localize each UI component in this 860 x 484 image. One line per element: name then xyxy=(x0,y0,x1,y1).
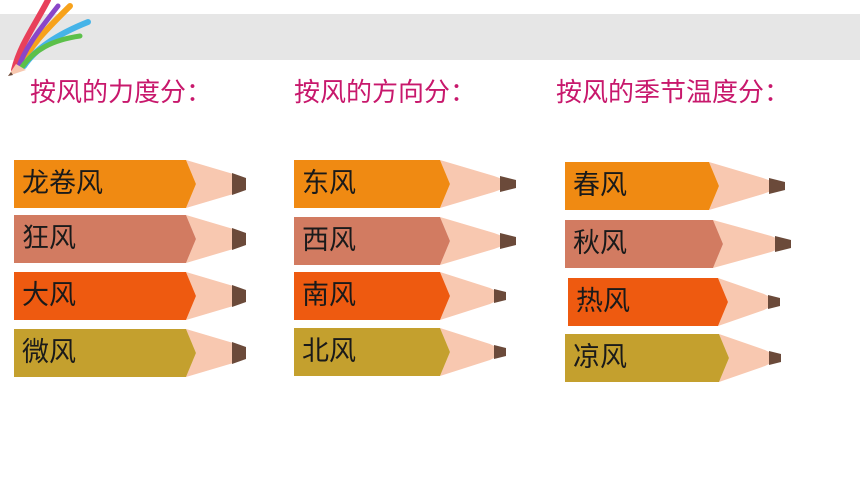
pencil-label: 大风 xyxy=(22,280,76,311)
pencil-item-tornado: 龙卷风 xyxy=(14,160,254,208)
pencil-shape xyxy=(294,272,506,320)
pencil-label: 东风 xyxy=(302,168,356,199)
pencil-label: 热风 xyxy=(576,286,630,317)
pencil-item-strong-wind: 大风 xyxy=(14,272,254,320)
pencil-item-west-wind: 西风 xyxy=(294,217,534,265)
heading-by-season-temperature: 按风的季节温度分： xyxy=(556,78,791,108)
pencil-item-spring-wind: 春风 xyxy=(565,162,805,210)
pencil-label: 凉风 xyxy=(573,342,627,373)
pencil-item-cool-wind: 凉风 xyxy=(565,334,805,382)
pencil-item-east-wind: 东风 xyxy=(294,160,534,208)
pencil-shape xyxy=(565,220,791,268)
pencil-item-breeze: 微风 xyxy=(14,329,254,377)
pencil-item-hot-wind: 热风 xyxy=(568,278,808,326)
pencil-shape xyxy=(568,278,780,326)
pencil-label: 秋风 xyxy=(573,228,627,259)
pencil-shape xyxy=(294,160,516,208)
pencil-shape xyxy=(565,334,781,382)
pencil-label: 西风 xyxy=(302,225,356,256)
pencil-label: 狂风 xyxy=(22,223,76,254)
pencil-item-autumn-wind: 秋风 xyxy=(565,220,805,268)
pencil-label: 南风 xyxy=(302,280,356,311)
pencil-shape xyxy=(294,328,506,376)
pencil-label: 北风 xyxy=(302,336,356,367)
pencil-shape xyxy=(14,215,246,263)
pencil-shape xyxy=(14,272,246,320)
pencil-item-north-wind: 北风 xyxy=(294,328,534,376)
title-band xyxy=(0,14,860,60)
pencil-shape xyxy=(294,217,516,265)
pencil-item-south-wind: 南风 xyxy=(294,272,534,320)
pencil-label: 微风 xyxy=(22,337,76,368)
pencil-item-gale: 狂风 xyxy=(14,215,254,263)
heading-by-strength: 按风的力度分： xyxy=(30,78,213,108)
colored-pencils-logo-icon xyxy=(8,0,91,76)
pencil-label: 龙卷风 xyxy=(22,168,103,199)
heading-by-direction: 按风的方向分： xyxy=(294,78,477,108)
pencil-shape xyxy=(14,160,246,208)
pencil-shape xyxy=(14,329,246,377)
pencil-shape xyxy=(565,162,785,210)
pencil-label: 春风 xyxy=(573,170,627,201)
